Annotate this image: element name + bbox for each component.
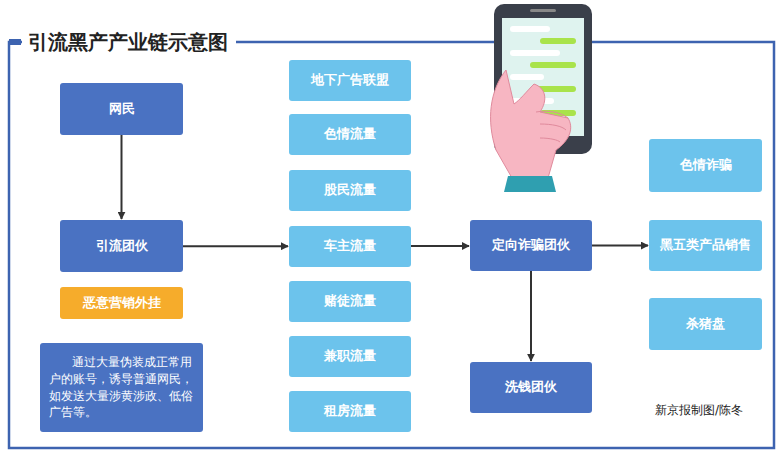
flow-arrow [530, 271, 532, 361]
flow-arrow [411, 245, 469, 247]
box-label: 赌徒流量 [324, 293, 376, 309]
box-label: 引流团伙 [96, 238, 148, 254]
tool-box: 恶意营销外挂 [60, 287, 183, 319]
scam-box: 黑五类产品销售 [649, 220, 762, 271]
group-box: 定向诈骗团伙 [470, 220, 592, 271]
traffic-box: 兼职流量 [289, 336, 411, 377]
credit-label: 新京报制图/陈冬 [655, 402, 743, 419]
title-marker [9, 39, 21, 45]
box-label: 租房流量 [324, 403, 376, 419]
diagram-title: 引流黑产产业链示意图 [22, 28, 236, 56]
traffic-box: 赌徒流量 [289, 281, 411, 322]
box-label: 定向诈骗团伙 [492, 237, 570, 253]
traffic-box: 地下广告联盟 [289, 60, 411, 101]
note-text: 通过大量伪装成正常用户的账号，诱导普通网民，如发送大量涉黄涉政、低俗广告等。 [49, 354, 194, 421]
traffic-box: 车主流量 [289, 226, 411, 267]
group-box: 引流团伙 [60, 220, 183, 272]
box-label: 恶意营销外挂 [83, 295, 161, 311]
box-label: 网民 [109, 101, 135, 117]
note-box: 通过大量伪装成正常用户的账号，诱导普通网民，如发送大量涉黄涉政、低俗广告等。 [40, 343, 203, 432]
box-label: 股民流量 [324, 182, 376, 198]
flow-arrow [592, 245, 648, 247]
traffic-box: 租房流量 [289, 391, 411, 432]
box-label: 地下广告联盟 [311, 72, 389, 88]
box-label: 杀猪盘 [686, 316, 725, 332]
traffic-box: 色情流量 [289, 114, 411, 155]
flow-arrow [183, 245, 288, 247]
group-box: 洗钱团伙 [470, 362, 592, 413]
box-label: 兼职流量 [324, 348, 376, 364]
box-label: 洗钱团伙 [505, 379, 557, 395]
box-label: 色情诈骗 [680, 157, 732, 173]
box-label: 黑五类产品销售 [660, 237, 751, 253]
actor-box: 网民 [60, 83, 183, 135]
traffic-box: 股民流量 [289, 170, 411, 211]
scam-box: 杀猪盘 [649, 298, 762, 350]
frame-border [9, 42, 774, 448]
scam-box: 色情诈骗 [649, 139, 762, 192]
box-label: 车主流量 [324, 238, 376, 254]
flow-arrow [121, 135, 123, 219]
phone-illustration [491, 4, 592, 192]
box-label: 色情流量 [324, 126, 376, 142]
